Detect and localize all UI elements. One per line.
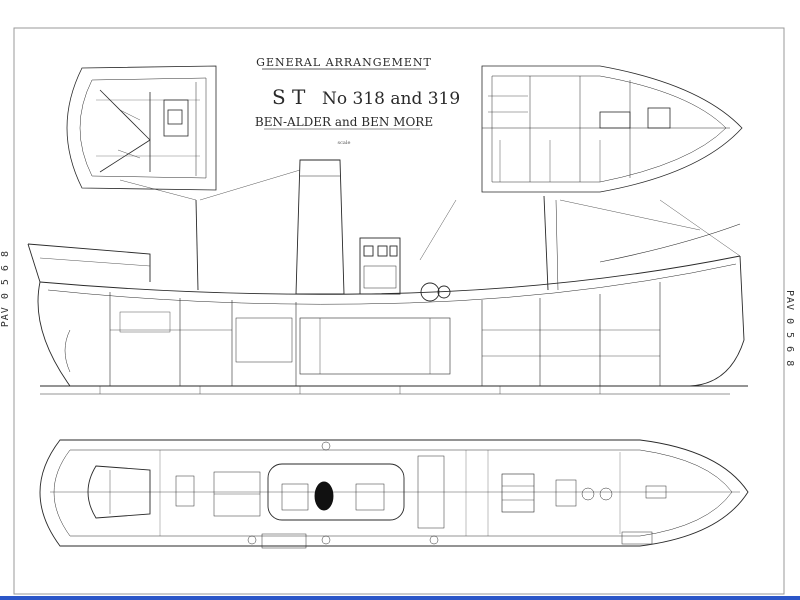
inset-bow-plan [481,65,743,193]
funnel-section [314,481,334,511]
title-block: GENERAL ARRANGEMENT S T No 318 and 319 B… [255,56,460,146]
title-heading: GENERAL ARRANGEMENT [256,56,432,69]
scale-note: scale [338,140,351,146]
margin-stamp-right: PAV 0 5 6 8 [784,290,795,368]
inset-stern-plan [66,65,217,191]
vessel-names: BEN-ALDER and BEN MORE [255,115,433,129]
deck-plan [39,439,749,549]
vessel-numbers: No 318 and 319 [322,89,460,109]
vessel-prefix: S T [272,85,306,109]
bottom-edge-bar [0,596,800,600]
sheet-border [13,27,785,595]
margin-stamp-left: PAV 0 5 6 8 [0,250,11,328]
profile-elevation [27,159,748,395]
